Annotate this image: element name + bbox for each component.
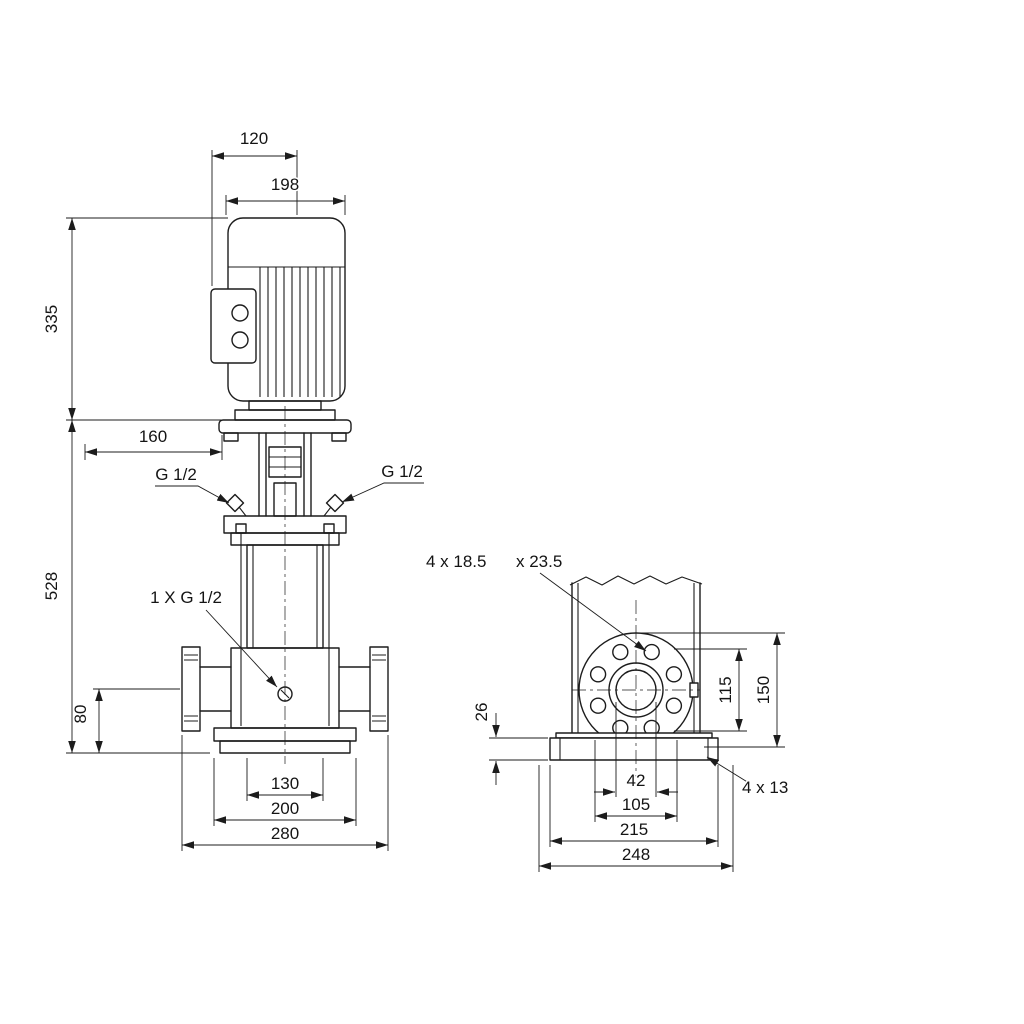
label-base-holes: 4 x 13 [706, 756, 790, 799]
label-flange-holes: 4 x 18.5 x 23.5 [425, 551, 647, 652]
dim-neck-width: 105 [594, 740, 678, 822]
port-right-text: G 1/2 [381, 462, 423, 481]
dim-base-top-width-label: 215 [620, 820, 648, 839]
dim-motor-width-label: 198 [271, 175, 299, 194]
flange-holes-text: 4 x 18.5 [426, 552, 487, 571]
lantern-rails [258, 432, 312, 517]
port-pipes [199, 666, 371, 712]
tie-rod-nut-right [323, 523, 335, 534]
dim-base-overall-width-label: 248 [622, 845, 650, 864]
port-plug-right-stem [323, 506, 332, 517]
dim-chamber-width-label: 130 [271, 774, 299, 793]
chamber-sleeve-lines [252, 545, 318, 648]
discharge-flange [369, 646, 389, 732]
base-plate-side [549, 737, 719, 761]
terminal-box-bolt [231, 304, 249, 322]
front-view [181, 217, 389, 764]
label-port-right: G 1/2 [341, 461, 424, 503]
dim-motor-top-width-label: 120 [240, 129, 268, 148]
dim-port-height-label: 80 [71, 705, 90, 724]
dim-pump-height: 528 [41, 420, 210, 754]
dim-motor-height: 335 [41, 217, 228, 421]
tie-rods [240, 533, 330, 726]
pump-body-side-inner [577, 583, 695, 733]
dim-overall-width: 280 [181, 735, 389, 851]
flange-bolt-holes [589, 643, 683, 737]
terminal-box [210, 288, 257, 364]
tie-rod-nut-left [235, 523, 247, 534]
dim-pump-height-label: 528 [42, 572, 61, 600]
pump-body-side [571, 582, 701, 734]
dim-motor-height-label: 335 [42, 305, 61, 333]
cooling-fins [259, 267, 341, 397]
side-dimensions: 4 x 18.5 x 23.5 26 115 150 42 [425, 551, 790, 872]
dim-bore-width: 42 [594, 702, 678, 797]
dim-bolt-circle: 115 [674, 648, 747, 732]
label-drain-port: 1 X G 1/2 [149, 587, 278, 688]
suction-flange-bolts [184, 654, 198, 722]
dim-coupling-offset: 160 [84, 426, 223, 460]
mounting-foot-right [331, 432, 347, 442]
side-view [549, 575, 719, 778]
flange-holes-dia-text: x 23.5 [516, 552, 562, 571]
dim-motor-width: 198 [225, 174, 346, 215]
dim-port-height: 80 [70, 688, 180, 753]
dim-flange-od: 150 [640, 632, 785, 748]
dim-motor-top-width: 120 [211, 128, 298, 286]
front-dimensions: 120 198 335 528 160 80 [41, 128, 424, 851]
suction-flange [181, 646, 201, 732]
terminal-box-bolt [231, 331, 249, 349]
discharge-flange-bolts [372, 654, 386, 722]
dim-base-thickness-label: 26 [472, 703, 491, 722]
dim-base-overall-width: 248 [538, 765, 734, 872]
dim-chamber-width: 130 [246, 758, 324, 801]
dim-flange-od-label: 150 [754, 676, 773, 704]
dim-coupling-offset-label: 160 [139, 427, 167, 446]
base-lip-side [555, 732, 713, 739]
break-line [569, 575, 703, 586]
dim-base-thickness: 26 [471, 701, 548, 785]
drain-port-text: 1 X G 1/2 [150, 588, 222, 607]
dim-neck-width-label: 105 [622, 795, 650, 814]
base-holes-text: 4 x 13 [742, 778, 788, 797]
mounting-foot-left [223, 432, 239, 442]
dim-base-top-width: 215 [549, 765, 719, 847]
dim-base-width-label: 200 [271, 799, 299, 818]
dim-overall-width-label: 280 [271, 824, 299, 843]
dim-bore-width-label: 42 [627, 771, 646, 790]
label-port-left: G 1/2 [154, 464, 230, 504]
port-plug-left-stem [238, 506, 247, 517]
dim-base-width: 200 [213, 758, 357, 826]
port-left-text: G 1/2 [155, 465, 197, 484]
base-side-steps [559, 738, 709, 760]
dim-bolt-circle-label: 115 [716, 676, 735, 703]
